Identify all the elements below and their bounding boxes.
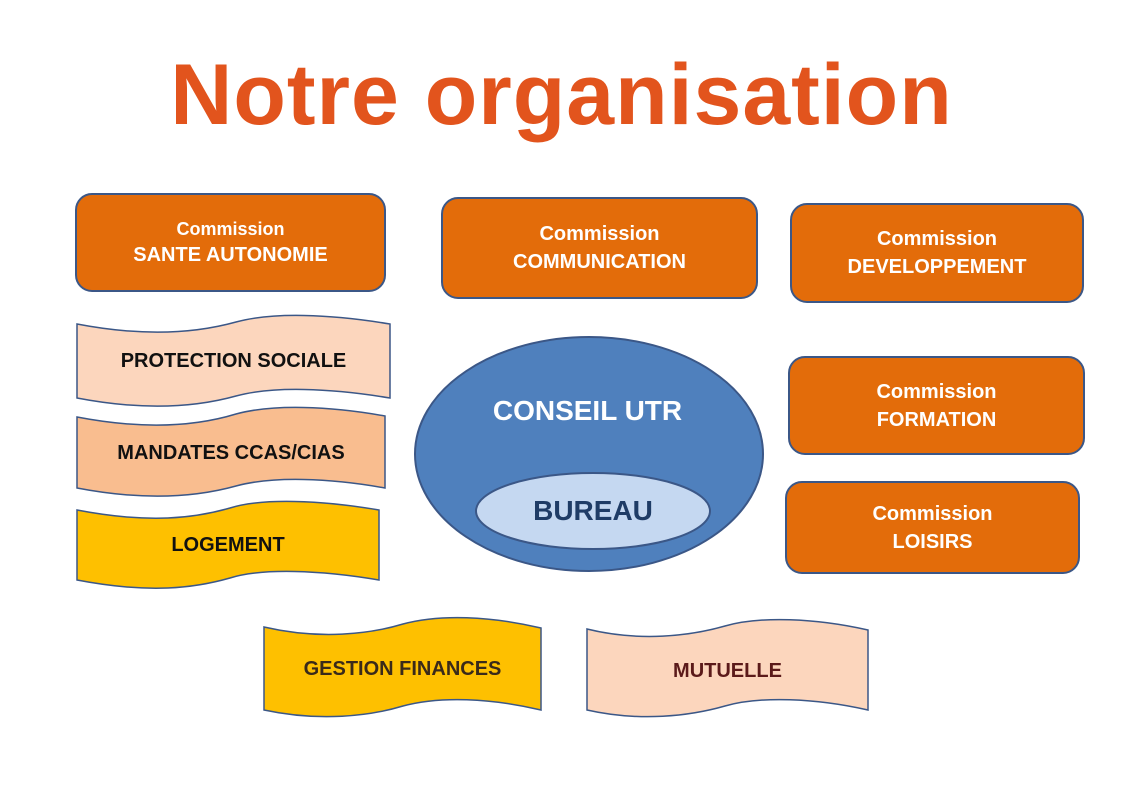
box-commission-developpement bbox=[790, 203, 1084, 303]
commission-sante-line1: Commission bbox=[176, 218, 285, 239]
banner-mandates-label: MANDATES CCAS/CIAS bbox=[117, 441, 345, 464]
banner-mutuelle-label: MUTUELLE bbox=[673, 659, 782, 682]
bureau-label: BUREAU bbox=[533, 495, 653, 526]
box-commission-formation bbox=[788, 356, 1085, 455]
banner-mandates bbox=[76, 406, 386, 497]
banner-mutuelle bbox=[586, 618, 869, 718]
commission-formation-line2: FORMATION bbox=[876, 408, 997, 431]
banner-protection-sociale bbox=[76, 314, 391, 407]
commission-developpement-label: Commission DEVELOPPEMENT bbox=[791, 204, 1083, 302]
banner-gestion-finances bbox=[263, 616, 542, 718]
conseil-label: CONSEIL UTR bbox=[492, 395, 683, 426]
commission-loisirs-label: Commission LOISIRS bbox=[786, 482, 1079, 573]
commission-developpement-line1: Commission bbox=[876, 228, 998, 250]
page-title: Notre organisation bbox=[170, 47, 953, 143]
box-commission-communication bbox=[441, 197, 758, 299]
commission-sante-label: Commission SANTE AUTONOMIE bbox=[76, 194, 385, 291]
commission-developpement-line2: DEVELOPPEMENT bbox=[847, 256, 1027, 278]
banner-protection-label: PROTECTION SOCIALE bbox=[120, 349, 347, 372]
commission-communication-line1: Commission bbox=[539, 223, 660, 245]
commission-formation-line1: Commission bbox=[876, 380, 997, 403]
commission-communication-label: Commission COMMUNICATION bbox=[442, 198, 757, 298]
ellipse-bureau bbox=[475, 472, 711, 550]
banner-logement bbox=[76, 500, 380, 589]
commission-sante-line2: SANTE AUTONOMIE bbox=[133, 243, 328, 266]
commission-loisirs-line1: Commission bbox=[872, 502, 993, 525]
commission-communication-line2: COMMUNICATION bbox=[513, 251, 686, 273]
box-commission-loisirs bbox=[785, 481, 1080, 574]
box-commission-sante bbox=[75, 193, 386, 292]
commission-formation-label: Commission FORMATION bbox=[789, 357, 1084, 454]
banner-gestion-label: GESTION FINANCES bbox=[303, 657, 502, 680]
banner-logement-label: LOGEMENT bbox=[171, 533, 285, 556]
commission-loisirs-line2: LOISIRS bbox=[892, 530, 973, 553]
